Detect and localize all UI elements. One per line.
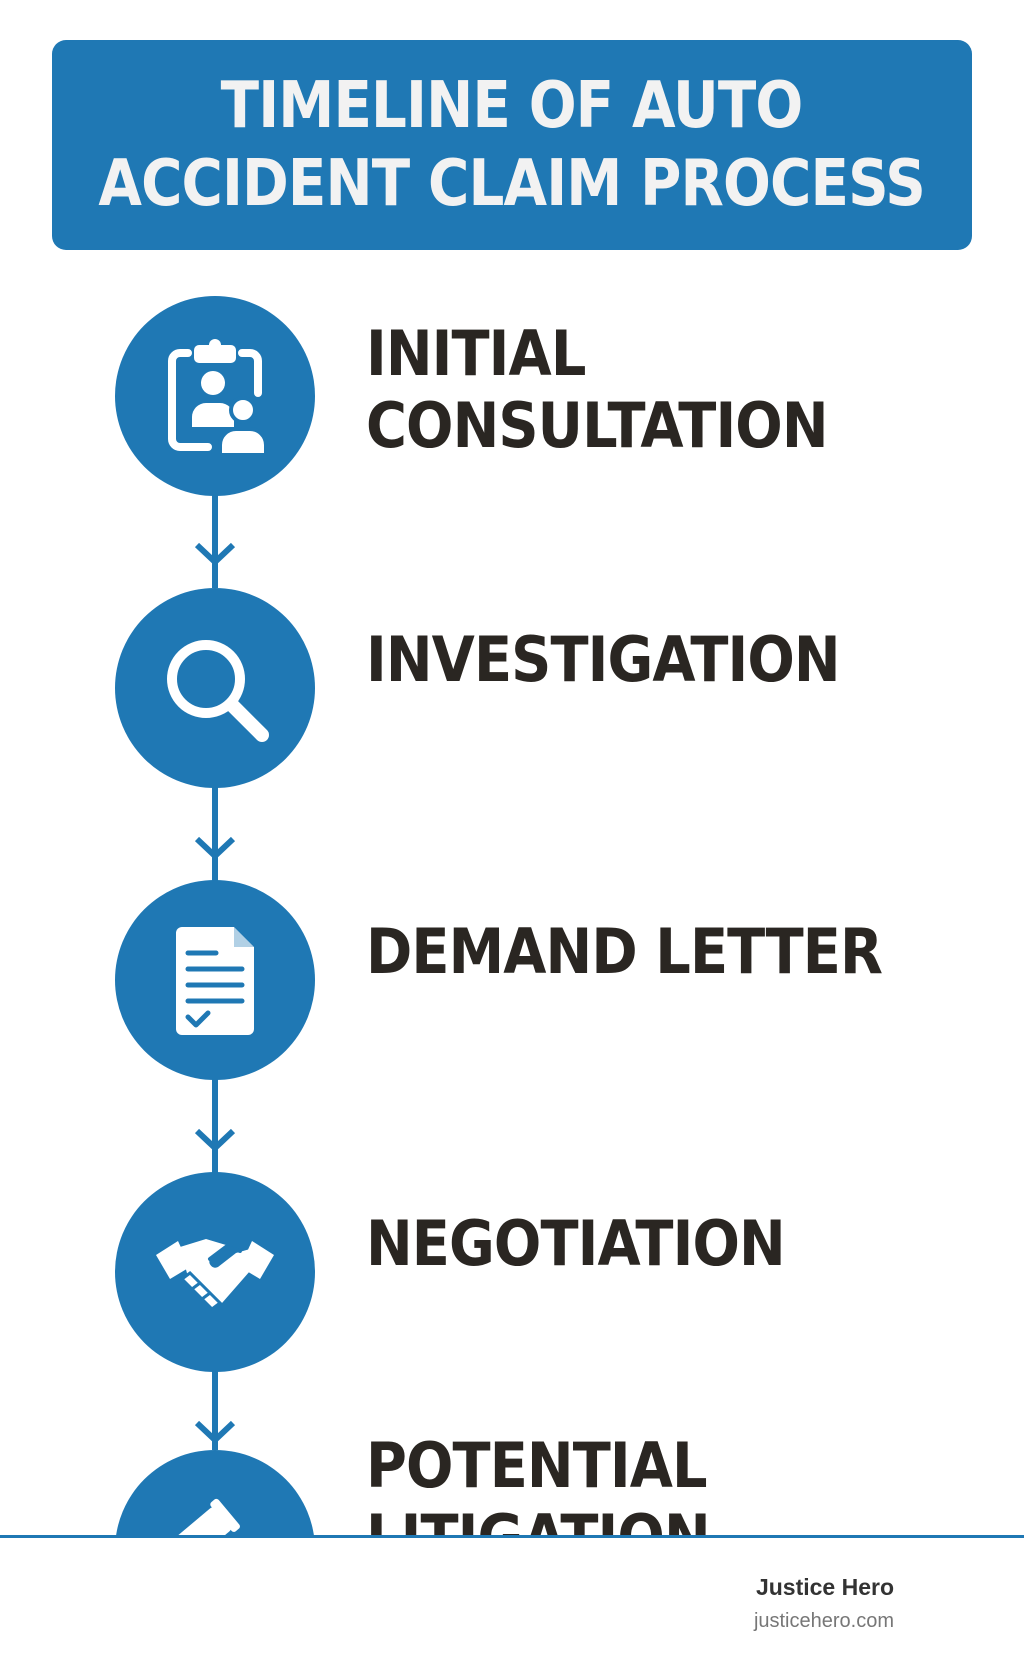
brand-url: justicehero.com: [753, 1610, 894, 1632]
timeline: INITIAL CONSULTATION INVESTIGATION DEMAN…: [115, 296, 883, 1537]
footer-divider: [0, 1535, 1024, 1538]
gavel-icon: [172, 1498, 240, 1536]
step-circle-litigation: [115, 1450, 315, 1536]
handshake-icon: [156, 1239, 274, 1311]
clipboard-people-icon: [168, 339, 268, 457]
step-label-investigation: INVESTIGATION: [366, 623, 841, 696]
step-circle-demand-letter: [115, 880, 315, 1080]
step-circle-consultation: [115, 296, 315, 496]
step-label-demand-letter: DEMAND LETTER: [366, 915, 883, 988]
connector-line: [212, 1076, 218, 1174]
document-checkmark-icon: [176, 927, 254, 1035]
step-label-negotiation: NEGOTIATION: [366, 1207, 786, 1280]
arrow-down-icon: [194, 542, 236, 565]
brand-name: Justice Hero: [755, 1574, 894, 1600]
connector-line: [212, 1368, 218, 1450]
connector-line: [212, 490, 218, 588]
step-circle-investigation: [115, 588, 315, 788]
title-line-2: ACCIDENT CLAIM PROCESS: [98, 147, 926, 221]
arrow-down-icon: [194, 1420, 236, 1443]
connector-line: [212, 784, 218, 882]
arrow-down-icon: [194, 836, 236, 859]
step-circle-negotiation: [115, 1172, 315, 1372]
magnifying-glass-icon: [167, 640, 269, 742]
step-label-consultation: INITIAL CONSULTATION: [366, 317, 829, 462]
step-label-litigation: POTENTIAL LITIGATION: [366, 1429, 711, 1537]
footer: Justice Hero justicehero.com: [0, 1538, 1024, 1666]
title-banner: TIMELINE OF AUTO ACCIDENT CLAIM PROCESS: [52, 40, 972, 250]
title-line-1: TIMELINE OF AUTO: [221, 69, 804, 143]
arrow-down-icon: [194, 1128, 236, 1151]
